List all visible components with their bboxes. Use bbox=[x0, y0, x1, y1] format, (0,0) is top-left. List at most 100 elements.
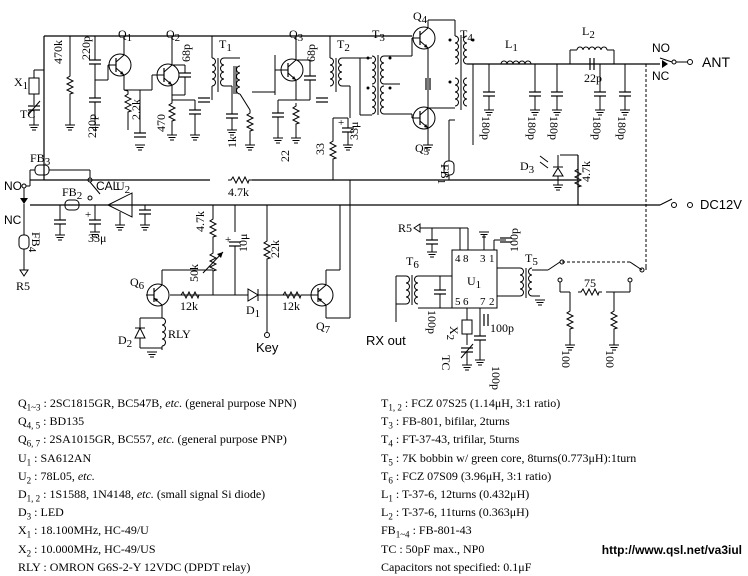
note-text: : 7K bobbin w/ green core, 8turns(0.773μ… bbox=[392, 450, 637, 465]
r470-label: 470 bbox=[154, 114, 168, 132]
c68p-b-label: 68p bbox=[304, 44, 318, 62]
tc2-label: TC bbox=[439, 355, 453, 370]
c220p-a-label: 220p bbox=[79, 36, 93, 60]
svg-text:6: 6 bbox=[463, 296, 469, 308]
note-ref: T bbox=[381, 468, 389, 483]
fb3-label: FB3 bbox=[30, 151, 51, 168]
note-sub: 2 bbox=[26, 475, 32, 486]
c180p-a-label: 180p bbox=[479, 116, 493, 140]
r75-label: 75 bbox=[584, 276, 596, 290]
c180p-c-label: 180p bbox=[547, 116, 561, 140]
note-tail: (general purpose NPN) bbox=[182, 396, 297, 410]
note-ref: L bbox=[381, 505, 389, 520]
c10u-label: 10μ bbox=[236, 234, 250, 252]
note-row: Q6, 7 : 2SA1015GR, BC557, etc. (general … bbox=[18, 430, 297, 448]
rly-label: RLY bbox=[168, 327, 191, 341]
c100p-d-label: 100p bbox=[489, 366, 503, 390]
note-row: T4 : FT-37-43, trifilar, 5turns bbox=[381, 430, 636, 448]
r22k-a-label: 2.2k bbox=[129, 99, 143, 120]
tc1-label: TC bbox=[20, 107, 35, 121]
svg-text:2: 2 bbox=[489, 296, 495, 308]
r5-b-label: R5 bbox=[398, 221, 412, 235]
q1-label: Q1 bbox=[118, 27, 132, 44]
r22-label: 22 bbox=[278, 150, 292, 162]
note-ref: TC bbox=[381, 541, 397, 556]
note-ref: L bbox=[381, 486, 389, 501]
note-text: : BD135 bbox=[40, 414, 85, 429]
note-text: : 50pF max., NP0 bbox=[396, 541, 485, 556]
note-row: T3 : FB-801, bifilar, 2turns bbox=[381, 412, 636, 430]
svg-text:3: 3 bbox=[480, 253, 486, 265]
note-text: : FB-801-43 bbox=[409, 523, 472, 538]
svg-text:+: + bbox=[338, 117, 344, 129]
r4-7k-a-label: 4.7k bbox=[228, 185, 249, 199]
note-ref: Q bbox=[18, 432, 27, 447]
t3-label: T3 bbox=[372, 27, 385, 44]
note-row: Q1~3 : 2SC1815GR, BC547B, etc. (general … bbox=[18, 394, 297, 412]
note-ref: Q bbox=[18, 396, 27, 410]
nc-left-label: NC bbox=[4, 213, 22, 227]
t2-label: T2 bbox=[337, 37, 350, 54]
note-sub: 1 bbox=[388, 493, 393, 504]
note-sub: 1, 2 bbox=[388, 402, 402, 413]
note-row: T1, 2 : FCZ 07S25 (1.14μH, 3:1 ratio) bbox=[381, 394, 636, 412]
q7-transistor bbox=[309, 283, 334, 307]
note-text: : FB-801, bifilar, 2turns bbox=[392, 414, 510, 429]
schematic: X1 TC 470k 220p 220p Q1 2.2k Q2 68p 470 … bbox=[4, 9, 742, 390]
svg-text:7: 7 bbox=[480, 296, 486, 308]
no-top-label: NO bbox=[652, 41, 670, 55]
note-row: TC : 50pF max., NP0 bbox=[381, 540, 636, 558]
q5-label: Q5 bbox=[415, 141, 430, 158]
d1-label: D1 bbox=[246, 303, 260, 320]
note-row: D1, 2 : 1S1588, 1N4148, etc. (small sign… bbox=[18, 485, 297, 503]
note-row: X1 : 18.100MHz, HC-49/U bbox=[18, 521, 297, 539]
note-text: : 78L05, bbox=[31, 468, 78, 483]
u1-label: U1 bbox=[467, 274, 481, 291]
note-text: : 10.000MHz, HC-49/US bbox=[31, 541, 156, 556]
note-em: etc. bbox=[136, 486, 154, 501]
u2-label: U2 bbox=[116, 179, 130, 196]
note-sub: 1 bbox=[26, 456, 32, 467]
note-text: : 1S1588, 1N4148, bbox=[40, 486, 137, 501]
t5-label: T5 bbox=[525, 251, 538, 268]
note-tail: (small signal Si diode) bbox=[153, 486, 266, 501]
svg-text:1: 1 bbox=[489, 253, 495, 265]
note-text: : OMRON G6S-2-Y 12VDC (DPDT relay) bbox=[40, 559, 251, 574]
note-tail: (general purpose PNP) bbox=[174, 432, 287, 447]
r33-label: 33 bbox=[313, 143, 327, 155]
note-sub: 6 bbox=[388, 475, 393, 486]
note-ref: RLY bbox=[18, 559, 41, 574]
note-em: etc. bbox=[165, 396, 183, 410]
note-text: : FT-37-43, trifilar, 5turns bbox=[392, 432, 520, 447]
note-sub: 1~4 bbox=[395, 529, 410, 540]
q7-label: Q7 bbox=[316, 319, 331, 336]
note-row: Q4, 5 : BD135 bbox=[18, 412, 297, 430]
note-text: : SA612AN bbox=[31, 450, 92, 465]
q2-label: Q2 bbox=[166, 27, 180, 44]
fb4-label: FB4 bbox=[26, 232, 43, 253]
q4-label: Q4 bbox=[413, 9, 428, 26]
c180p-b-label: 180p bbox=[525, 116, 539, 140]
note-em: etc. bbox=[157, 432, 175, 447]
note-text: : LED bbox=[31, 505, 64, 520]
c100p-b-label: 100p bbox=[425, 310, 439, 334]
cal-label: CAL bbox=[96, 179, 120, 193]
q6-transistor bbox=[145, 283, 170, 307]
note-ref: T bbox=[381, 414, 389, 429]
note-text: : T-37-6, 11turns (0.363μH) bbox=[392, 505, 529, 520]
t4-label: T4 bbox=[460, 27, 473, 44]
x2-label: X2 bbox=[444, 326, 461, 340]
note-text: : 18.100MHz, HC-49/U bbox=[31, 523, 149, 538]
notes-right: T1, 2 : FCZ 07S25 (1.14μH, 3:1 ratio)T3 … bbox=[381, 394, 636, 576]
note-sub: 5 bbox=[388, 456, 393, 467]
r12k-a-label: 12k bbox=[180, 299, 198, 313]
no-left-label: NO bbox=[4, 179, 22, 193]
r4-7k-b-label: 4.7k bbox=[579, 161, 593, 182]
note-ref: T bbox=[381, 396, 389, 410]
note-row: FB1~4 : FB-801-43 bbox=[381, 521, 636, 539]
note-ref: D bbox=[18, 505, 27, 520]
note-ref: X bbox=[18, 523, 27, 538]
note-ref: X bbox=[18, 541, 27, 556]
x1-label: X1 bbox=[14, 75, 28, 92]
q3-label: Q3 bbox=[289, 27, 304, 44]
